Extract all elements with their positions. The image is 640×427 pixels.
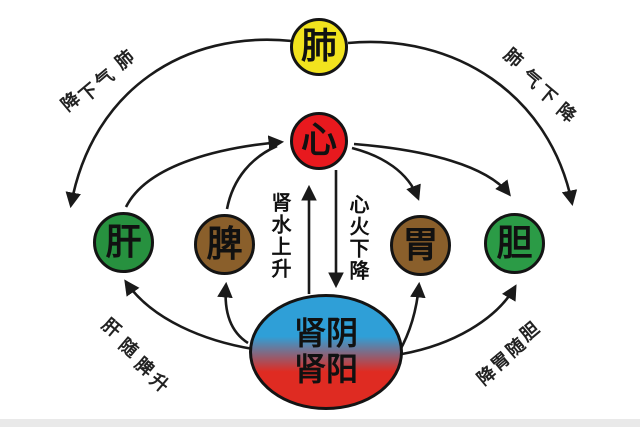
node-lung-label: 肺	[300, 26, 337, 67]
node-spleen: 脾	[194, 214, 255, 275]
node-liver: 肝	[93, 212, 154, 273]
node-stomach: 胃	[390, 215, 451, 276]
node-kidney-yang-label: 肾阳	[293, 350, 358, 388]
node-heart-label: 心	[300, 120, 337, 161]
arrow-lung-descend-right	[347, 40, 578, 207]
node-heart: 心	[290, 112, 348, 170]
node-gallbladder-label: 胆	[496, 222, 533, 264]
node-kidney-yinyang: 肾阴 肾阳	[249, 294, 403, 410]
node-gallbladder: 胆	[484, 213, 545, 274]
arrow-liver-to-heart	[124, 135, 285, 208]
node-spleen-label: 脾	[206, 223, 243, 265]
arrow-heart-to-stomach	[351, 146, 421, 201]
arrow-kidney-to-gallbladder	[401, 284, 517, 356]
node-liver-label: 肝	[105, 221, 142, 263]
arrow-kidney-to-liver	[124, 279, 254, 351]
label-heart-fire-descends: 心火下降	[346, 194, 370, 282]
node-stomach-label: 胃	[402, 224, 439, 266]
arrow-kidney-to-spleen	[217, 281, 249, 345]
node-kidney-yin-label: 肾阴	[293, 314, 358, 353]
node-lung: 肺	[290, 18, 348, 76]
arrow-heart-to-gallbladder	[353, 142, 511, 197]
arrow-lung-descend-left	[65, 38, 293, 209]
arrow-spleen-to-heart	[225, 144, 278, 210]
label-kidney-water-rises: 肾水上升	[268, 192, 292, 280]
footer-strip	[0, 419, 640, 427]
